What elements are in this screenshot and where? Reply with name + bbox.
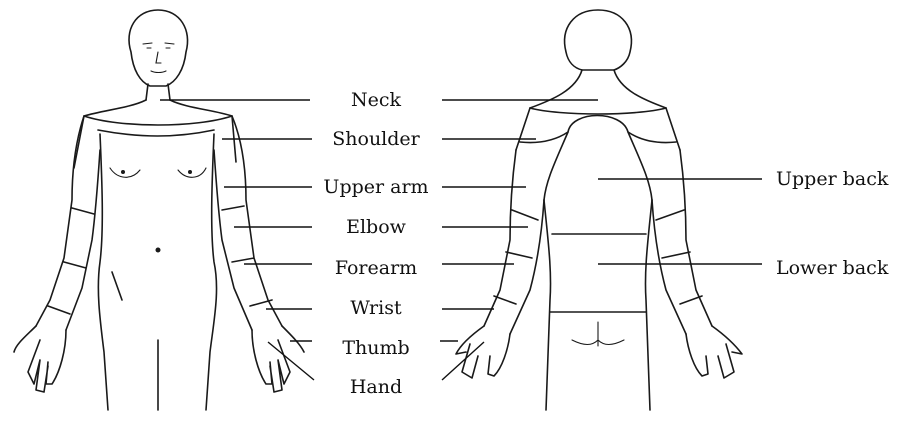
leader-hand-front bbox=[268, 342, 314, 380]
front-arm-right bbox=[214, 116, 282, 330]
leader-hand-back bbox=[442, 342, 484, 380]
label-thumb: Thumb bbox=[342, 337, 409, 359]
front-hand-left bbox=[14, 326, 66, 392]
back-arm-right bbox=[652, 150, 712, 334]
label-neck: Neck bbox=[351, 89, 401, 111]
back-arm-left bbox=[484, 150, 544, 334]
back-hand-left bbox=[456, 326, 510, 378]
front-arm-left bbox=[36, 116, 100, 330]
back-shoulder-band bbox=[516, 108, 680, 150]
front-legs bbox=[112, 272, 158, 410]
back-upper-back bbox=[544, 116, 652, 201]
front-head bbox=[129, 10, 188, 86]
back-torso bbox=[544, 200, 652, 410]
label-elbow: Elbow bbox=[346, 216, 406, 238]
front-nipple-right bbox=[188, 170, 192, 174]
front-face bbox=[143, 43, 174, 73]
front-hand-right bbox=[252, 326, 304, 392]
back-hand-right bbox=[686, 326, 742, 378]
front-figure bbox=[14, 10, 304, 410]
front-navel bbox=[156, 248, 161, 253]
label-hand: Hand bbox=[350, 376, 402, 398]
label-shoulder: Shoulder bbox=[332, 128, 420, 150]
label-lower-back: Lower back bbox=[776, 257, 888, 279]
back-figure bbox=[456, 10, 742, 410]
front-shoulder-band bbox=[74, 100, 236, 168]
label-wrist: Wrist bbox=[350, 297, 401, 319]
back-neck bbox=[530, 70, 666, 108]
back-buttocks bbox=[572, 322, 624, 346]
label-upper-arm: Upper arm bbox=[323, 176, 428, 198]
front-nipple-left bbox=[121, 170, 125, 174]
label-upper-back: Upper back bbox=[776, 168, 888, 190]
label-forearm: Forearm bbox=[335, 257, 417, 279]
back-head bbox=[565, 10, 632, 70]
